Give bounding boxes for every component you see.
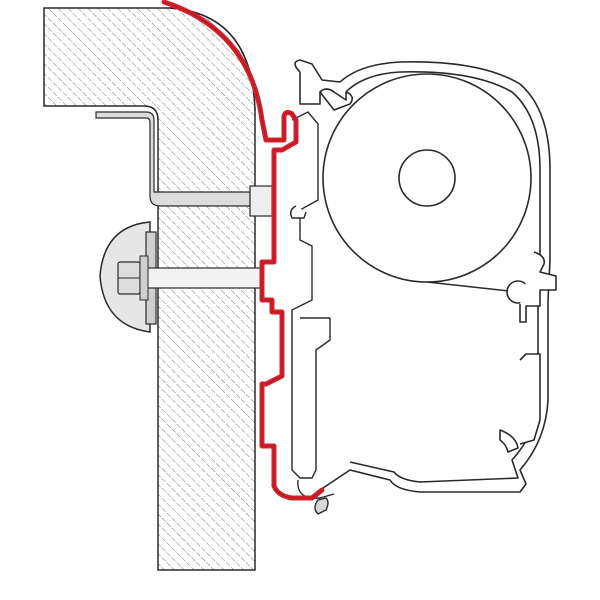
lower-latch [499,429,519,453]
bracket-top-arm [95,111,251,207]
mount-profile-lip [289,205,307,219]
mount-profile-body [291,111,331,479]
adapter-rail-outline [163,1,323,499]
bolt-washer [139,255,149,301]
mounting-bracket [95,111,273,217]
bolt-shank [139,267,263,289]
mount-profile-lower [297,479,335,499]
cassette-inner-shell [345,71,541,483]
mount-profile-end-cap [314,497,329,515]
top-hook-detail [319,91,354,111]
lead-bar-channel [519,353,541,445]
bracket-spacer-plate [249,185,273,217]
fabric-line [426,281,519,293]
inner-mount-profile [289,111,335,515]
top-hook-profile [294,59,347,105]
fabric-roller [322,73,532,293]
red-adapter-rail [161,0,325,501]
front-lead-bar [499,251,557,453]
roller-axle [398,149,456,207]
lead-bar-clip [519,251,557,323]
